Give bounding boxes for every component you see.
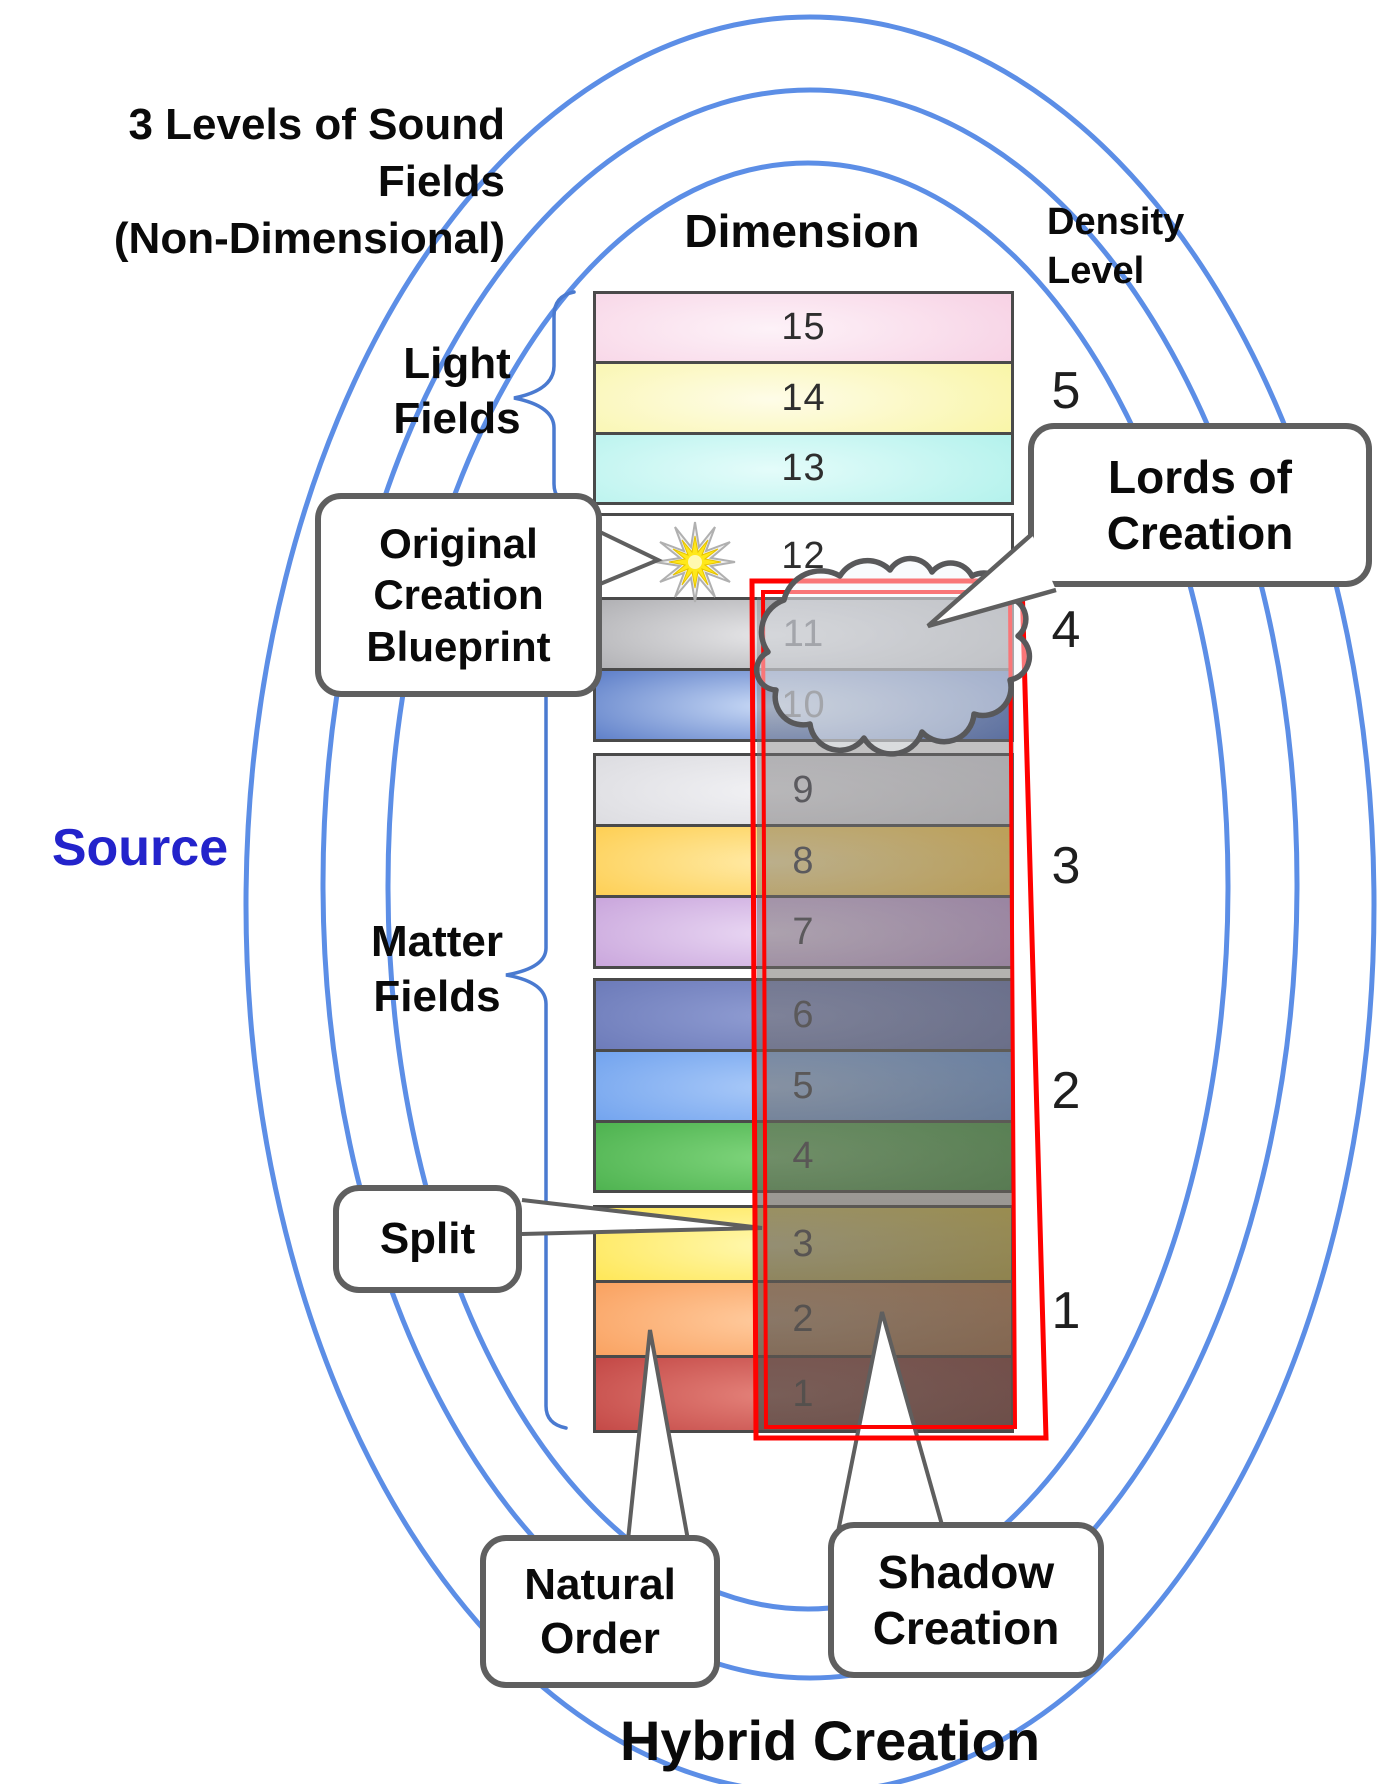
- shadow-creation-overlay: [757, 597, 1014, 1430]
- page-title-line2: (Non-Dimensional): [113, 214, 505, 264]
- split-pointer: [521, 1198, 763, 1236]
- split-callout: Split: [333, 1185, 522, 1293]
- density-level-2: 2: [1051, 1062, 1081, 1120]
- source-label: Source: [51, 819, 229, 877]
- dimension-bar-14: 14: [593, 361, 1014, 435]
- original-creation-blueprint-text: Original Creation Blueprint: [366, 520, 551, 670]
- density-level-3: 3: [1051, 837, 1081, 895]
- dimension-bar-13: 13: [593, 432, 1014, 505]
- original-creation-pointer: [599, 530, 663, 586]
- sound-field-ellipse-middle: [320, 87, 1300, 1681]
- density-level-1: 1: [1051, 1282, 1081, 1340]
- shadow-creation-text: Shadow Creation: [872, 1545, 1060, 1654]
- lords-of-creation-callout: Lords of Creation: [1028, 423, 1372, 587]
- shadow-creation-pointer: [836, 1311, 946, 1533]
- dimension-number: 13: [781, 447, 826, 489]
- hybrid-creation-label: Hybrid Creation: [619, 1709, 1041, 1772]
- dimension-bar-15: 15: [593, 291, 1014, 364]
- original-creation-blueprint-callout: Original Creation Blueprint: [315, 493, 602, 697]
- natural-order-pointer: [626, 1329, 690, 1541]
- dimension-number: 15: [781, 306, 826, 348]
- natural-order-text: Natural Order: [524, 1559, 676, 1663]
- light-fields-brace: [513, 290, 576, 508]
- density-level-4: 4: [1051, 601, 1081, 659]
- density-level-5: 5: [1051, 362, 1081, 420]
- dimension-number: 14: [781, 376, 826, 419]
- split-text: Split: [379, 1214, 476, 1264]
- shadow-creation-callout: Shadow Creation: [828, 1522, 1104, 1678]
- sound-field-ellipse-inner: [385, 160, 1231, 1612]
- light-fields-label: Light Fields: [393, 339, 521, 443]
- density-header-line1: Density: [1047, 201, 1185, 243]
- natural-order-callout: Natural Order: [480, 1535, 720, 1688]
- lords-of-creation-text: Lords of Creation: [1106, 450, 1294, 559]
- matter-fields-label: Matter Fields: [370, 917, 504, 1021]
- starburst-icon: [654, 521, 736, 603]
- shadow-region-outline-inner: [760, 590, 1018, 1429]
- density-header-line2: Level: [1047, 250, 1145, 293]
- page-title: 3 Levels of Sound Fields (Non-Dimensiona…: [18, 96, 505, 268]
- shadow-region-outline-outer: [749, 578, 1049, 1441]
- sound-field-ellipse-outer: [243, 14, 1377, 1784]
- density-column-header: Density Level: [1047, 198, 1267, 297]
- page-title-line1: 3 Levels of Sound Fields: [128, 100, 505, 207]
- dimension-column-header: Dimension: [684, 205, 920, 257]
